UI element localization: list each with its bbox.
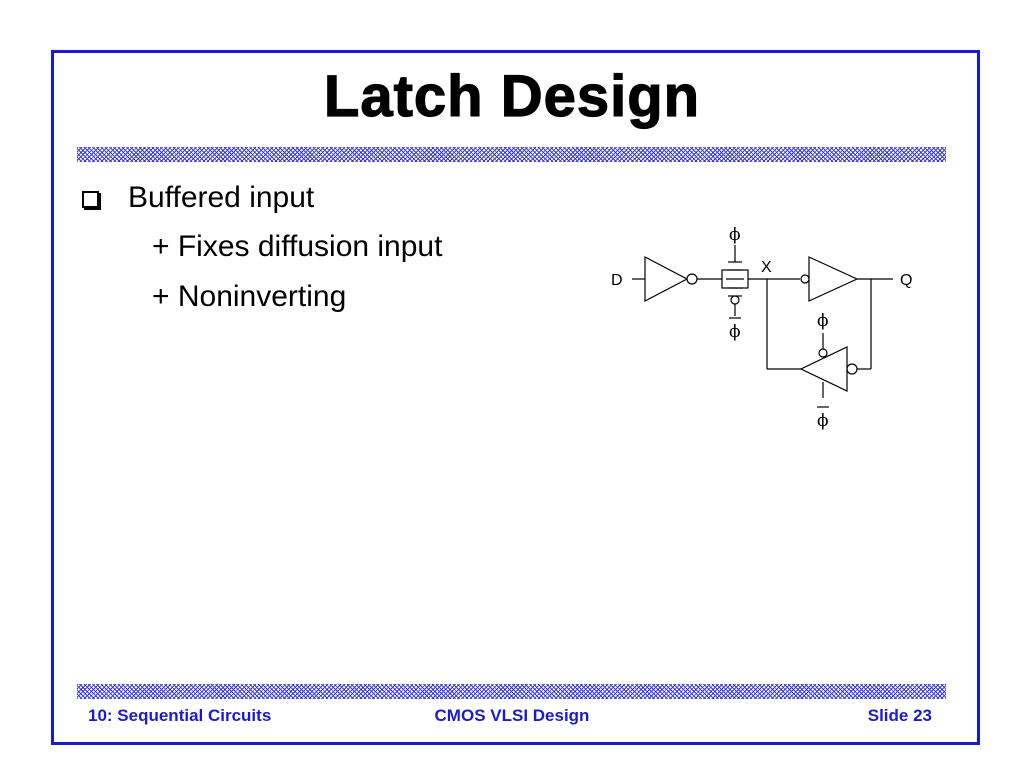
checkbox-bullet-icon	[82, 190, 101, 210]
footer-slide-number: Slide 23	[867, 706, 932, 725]
phi-bar-label-tgate: ϕ	[729, 322, 741, 342]
latch-schematic: D Q X ϕ ϕ ϕ ϕ	[611, 225, 912, 431]
bullet-main-text: Buffered input	[128, 181, 315, 214]
node-label-x: X	[761, 259, 772, 276]
slide-title: Latch Design	[323, 63, 701, 129]
footer-divider	[77, 684, 946, 699]
slide-frame	[51, 50, 980, 745]
input-label-d: D	[611, 272, 623, 289]
title-divider	[77, 147, 946, 162]
bullet-main: Buffered input	[82, 180, 314, 216]
footer-chapter: 10: Sequential Circuits	[88, 706, 272, 725]
sub-bullet-1: + Fixes diffusion input	[152, 230, 443, 263]
footer-course: CMOS VLSI Design	[434, 706, 590, 725]
phi-label-feedback: ϕ	[817, 311, 829, 331]
output-label-q: Q	[900, 272, 912, 289]
phi-label-top: ϕ	[729, 225, 741, 245]
sub-bullet-2: + Noninverting	[152, 280, 347, 313]
phi-bar-label-feedback: ϕ	[817, 411, 829, 431]
